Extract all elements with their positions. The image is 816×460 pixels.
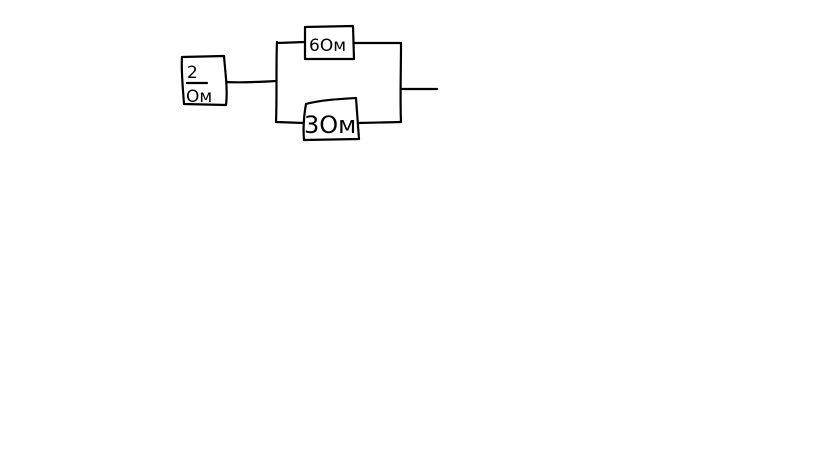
resistor-2-ohm: 2 Ом <box>180 54 228 107</box>
wire-top-left <box>275 40 307 45</box>
wire-left-junction <box>274 40 279 124</box>
wire-bottom-right <box>356 120 403 125</box>
resistor-2-ohm-value: 2 <box>187 63 198 83</box>
resistor-2-ohm-box <box>180 54 228 107</box>
resistor-3-ohm-box <box>302 96 361 142</box>
resistor-3-ohm-value: 3Ом <box>304 111 356 139</box>
resistor-6-ohm-value: 6Ом <box>309 36 346 56</box>
wire-input <box>224 79 278 84</box>
resistor-3-ohm: 3Ом <box>302 96 361 142</box>
resistor-2-ohm-unit: Ом <box>186 87 212 107</box>
wire-bottom-left <box>274 120 306 125</box>
resistor-6-ohm: 6Ом <box>303 24 356 61</box>
resistor-6-ohm-box <box>303 24 356 61</box>
